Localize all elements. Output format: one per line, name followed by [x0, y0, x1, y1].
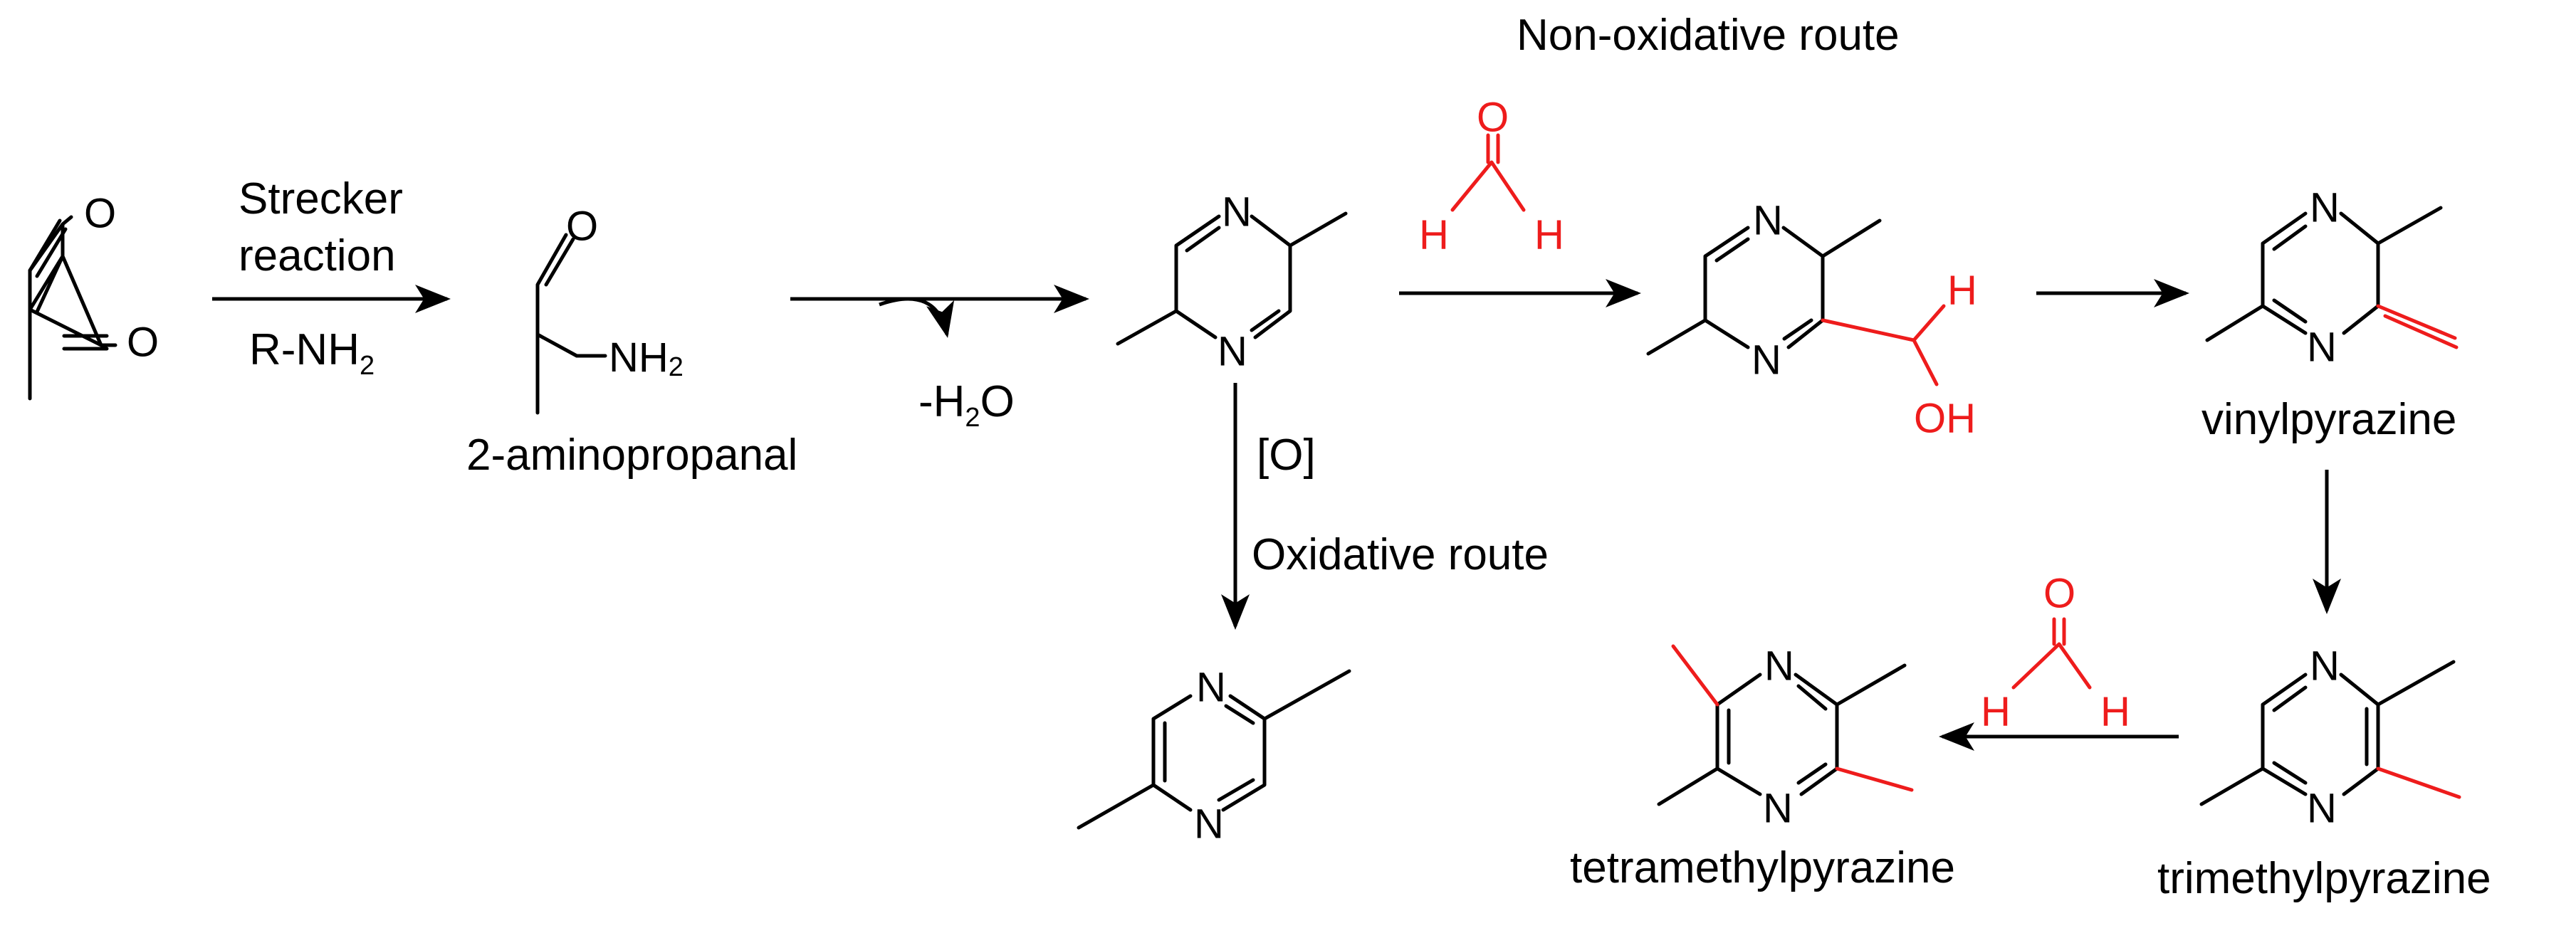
atom-o: O [84, 191, 116, 237]
label-minus-water: -H2O [918, 377, 1015, 433]
label-reaction: reaction [239, 231, 396, 280]
atom-h: H [1534, 212, 1564, 258]
atom-n: N [1753, 198, 1783, 244]
aminopropanal-molecule: O NH2 2-aminopropanal [466, 204, 797, 480]
atom-n: N [2310, 643, 2340, 690]
arrow-water-loss [879, 297, 955, 338]
dihydropyrazine-molecule: N N [1116, 189, 1348, 375]
atom-n: N [1763, 786, 1793, 832]
atom-h: H [1947, 268, 1977, 314]
label-vinylpyrazine: vinylpyrazine [2201, 395, 2456, 444]
hydroxymethyl-intermediate-molecule: N N H OH [1646, 198, 1977, 442]
atom-o: O [566, 204, 598, 250]
atom-n: N [2310, 185, 2340, 231]
atom-h: H [2100, 689, 2130, 735]
atom-n: N [1764, 643, 1794, 690]
atom-o: O [1477, 95, 1509, 141]
methylglyoxal-bonds [28, 215, 117, 401]
atom-n: N [2307, 325, 2337, 371]
trimethylpyrazine-molecule: N N trimethylpyrazine [2157, 643, 2491, 904]
label-oxidant: [O] [1257, 431, 1316, 480]
condensation-step: -H2O [790, 285, 1089, 433]
strecker-step: Strecker reaction R-NH2 [212, 174, 451, 381]
atom-n: N [1222, 189, 1252, 236]
atom-h: H [1419, 212, 1449, 258]
methylglyoxal-molecule: O O [28, 191, 159, 401]
second-methylation-step: O H H [1939, 571, 2179, 751]
dimethylpyrazine-molecule: N N [1077, 665, 1351, 848]
label-rnh2: R-NH2 [249, 325, 375, 381]
vinylpyrazine-molecule: N N vinylpyrazine [2201, 185, 2459, 444]
atom-n: N [1196, 665, 1226, 711]
atom-n: N [1194, 801, 1224, 848]
label-oxidative-route: Oxidative route [1252, 530, 1549, 579]
formaldehyde-reagent-2: O H H [1981, 571, 2130, 735]
label-aminopropanal: 2-aminopropanal [466, 431, 797, 480]
label-non-oxidative-route: Non-oxidative route [1517, 11, 1900, 60]
non-oxidative-step: Non-oxidative route O H H [1399, 11, 1900, 307]
atom-n: N [1752, 337, 1781, 384]
atom-h: H [1981, 689, 2011, 735]
atom-n: N [2307, 786, 2337, 832]
label-strecker: Strecker [239, 174, 403, 223]
atom-n: N [1218, 329, 1247, 375]
label-tetramethylpyrazine: tetramethylpyrazine [1570, 843, 1955, 892]
tetramethylpyrazine-molecule: N N tetramethylpyrazine [1570, 643, 1955, 893]
atom-nh2: NH2 [609, 334, 684, 383]
oxidative-step: [O] Oxidative route [1221, 383, 1549, 630]
label-trimethylpyrazine: trimethylpyrazine [2157, 854, 2491, 903]
atom-oh: OH [1914, 396, 1976, 442]
formaldehyde-reagent: O H H [1419, 95, 1564, 258]
atom-o: O [127, 320, 159, 366]
atom-o: O [2043, 571, 2075, 617]
